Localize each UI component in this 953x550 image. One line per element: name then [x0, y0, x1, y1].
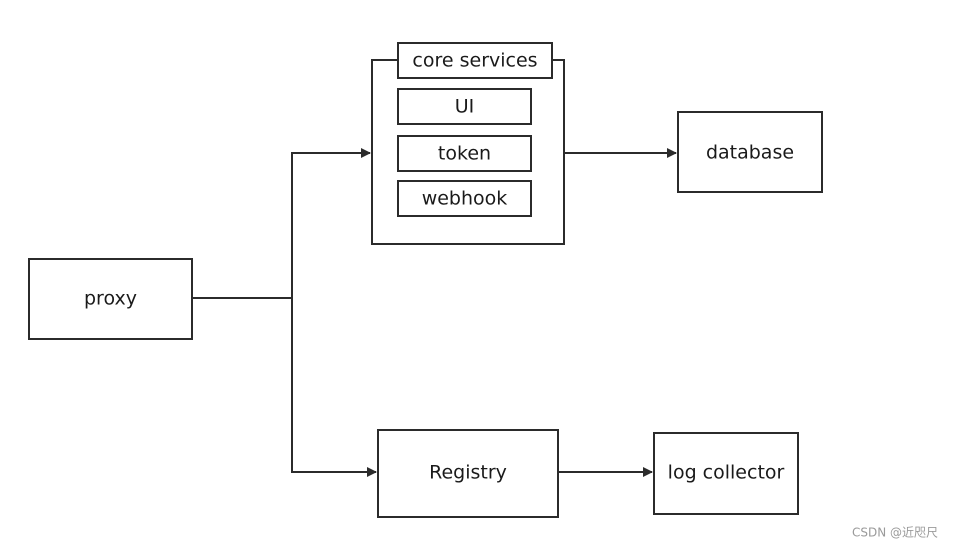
node-core-services[interactable]: core services UI token webhook [371, 42, 565, 245]
node-proxy[interactable]: proxy [28, 258, 193, 340]
node-log-collector[interactable]: log collector [653, 432, 799, 515]
core-services-title-box [397, 42, 553, 79]
node-registry-label: Registry [429, 462, 507, 484]
node-log-collector-label: log collector [668, 462, 785, 484]
edge-proxy-to-core-services [291, 148, 371, 298]
node-registry[interactable]: Registry [377, 429, 559, 518]
node-webhook[interactable]: webhook [397, 180, 532, 217]
node-ui[interactable]: UI [397, 88, 532, 125]
node-token-label: token [438, 143, 491, 165]
node-proxy-label: proxy [84, 288, 137, 310]
core-services-title: core services [412, 50, 537, 72]
watermark-text: CSDN @近咫尺 [852, 526, 938, 540]
node-webhook-label: webhook [422, 188, 508, 210]
node-token[interactable]: token [397, 135, 532, 172]
node-ui-label: UI [455, 96, 475, 118]
node-database-label: database [706, 142, 794, 164]
node-database[interactable]: database [677, 111, 823, 193]
edge-proxy-to-registry [291, 298, 377, 477]
